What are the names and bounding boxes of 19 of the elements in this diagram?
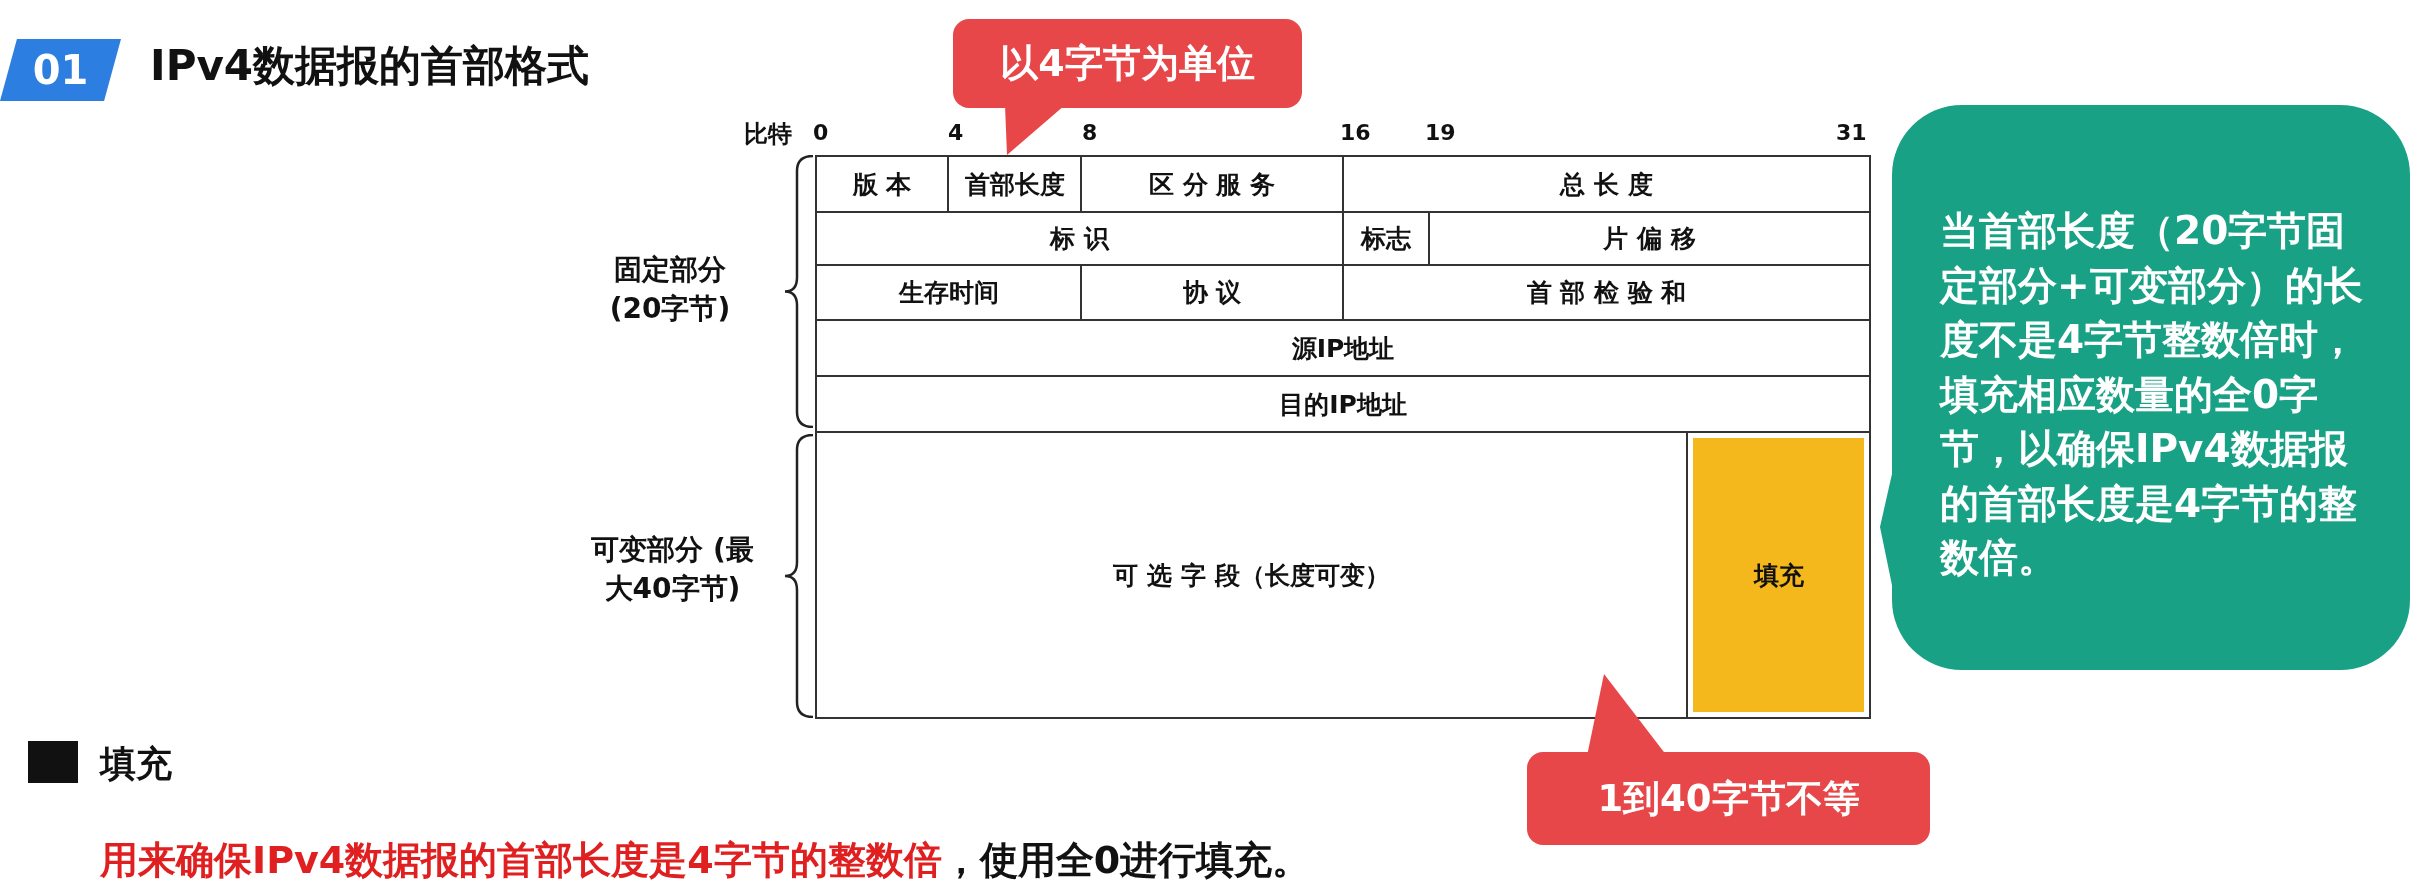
bit-number: 0 <box>813 120 829 145</box>
header-field: 源IP地址 <box>815 319 1871 377</box>
bit-number: 16 <box>1340 120 1371 145</box>
note-text: 用来确保IPv4数据报的首部长度是4字节的整数倍，使用全0进行填充。 <box>100 837 1311 883</box>
header-field: 目的IP地址 <box>815 375 1871 433</box>
bit-number: 4 <box>948 120 964 145</box>
bit-number: 19 <box>1425 120 1456 145</box>
bit-number: 31 <box>1836 120 1867 145</box>
section-label: 可变部分 (最大40字节) <box>590 532 755 608</box>
title-heading: IPv4数据报的首部格式 <box>150 40 589 92</box>
padding-field: 填充 <box>1686 431 1871 719</box>
axis-caption: 比特 <box>744 119 792 150</box>
bit-number: 8 <box>1082 120 1098 145</box>
header-field: 总 长 度 <box>1342 155 1871 213</box>
header-field: 版 本 <box>815 155 949 213</box>
section-number: 01 <box>0 39 121 101</box>
header-field: 可 选 字 段（长度可变） <box>815 431 1688 719</box>
section-label: 固定部分 (20字节) <box>608 252 732 328</box>
section-heading: 填充 <box>100 742 172 786</box>
